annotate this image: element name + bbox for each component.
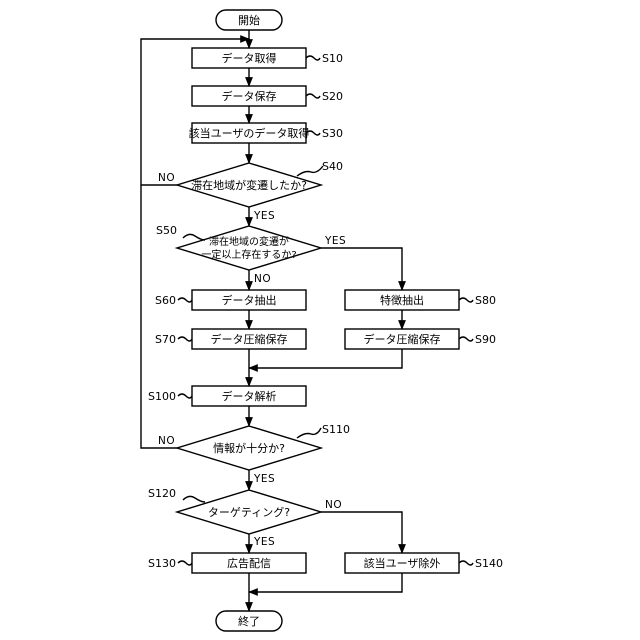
s130-id: S130 bbox=[148, 557, 176, 570]
end-label: 終了 bbox=[238, 614, 260, 628]
leader-s50 bbox=[183, 234, 205, 240]
s40-id: S40 bbox=[322, 160, 343, 173]
arrow-s140-merge bbox=[249, 573, 402, 592]
s90-id: S90 bbox=[475, 333, 496, 346]
s10-label: データ取得 bbox=[222, 51, 277, 65]
leader-s40 bbox=[297, 166, 323, 176]
leader-s110 bbox=[297, 428, 321, 438]
s50-decision bbox=[177, 226, 321, 270]
s40-no-label: NO bbox=[158, 172, 175, 184]
leader-s60 bbox=[178, 298, 192, 302]
leader-s100 bbox=[178, 394, 192, 398]
s110-label: 情報が十分か? bbox=[213, 441, 285, 455]
s60-id: S60 bbox=[155, 294, 176, 307]
s120-no-label: NO bbox=[325, 499, 342, 511]
s70-label: データ圧縮保存 bbox=[211, 332, 288, 346]
s60-label: データ抽出 bbox=[222, 293, 277, 307]
leader-s20 bbox=[306, 94, 320, 98]
s40-yes-label: YES bbox=[253, 210, 275, 222]
s110-id: S110 bbox=[322, 423, 350, 436]
s40-label: 滞在地域が変遷したか? bbox=[191, 178, 307, 192]
start-label: 開始 bbox=[238, 13, 260, 27]
s120-id: S120 bbox=[148, 487, 176, 500]
s80-id: S80 bbox=[475, 294, 496, 307]
arrow-s90-merge bbox=[249, 349, 402, 368]
leader-s10 bbox=[306, 56, 320, 60]
s100-id: S100 bbox=[148, 390, 176, 403]
s50-no-label: NO bbox=[254, 273, 271, 285]
s10-id: S10 bbox=[322, 52, 343, 65]
leader-s130 bbox=[178, 561, 192, 565]
arrow-s50-yes-s80 bbox=[321, 248, 402, 290]
s140-id: S140 bbox=[475, 557, 503, 570]
s20-id: S20 bbox=[322, 90, 343, 103]
leader-s70 bbox=[178, 337, 192, 341]
s120-yes-label: YES bbox=[253, 536, 275, 548]
s110-no-label: NO bbox=[158, 435, 175, 447]
leader-s80 bbox=[459, 298, 473, 302]
leader-s140 bbox=[459, 561, 473, 565]
s120-label: ターゲティング? bbox=[208, 505, 290, 519]
arrow-s120-no-s140 bbox=[321, 512, 402, 553]
s50-label-line2: 一定以上存在するか? bbox=[201, 248, 296, 261]
s130-label: 広告配信 bbox=[227, 557, 271, 570]
s50-yes-label: YES bbox=[324, 235, 346, 247]
s90-label: データ圧縮保存 bbox=[364, 332, 441, 346]
s100-label: データ解析 bbox=[222, 389, 277, 403]
s30-id: S30 bbox=[322, 127, 343, 140]
leader-s90 bbox=[459, 337, 473, 341]
s70-id: S70 bbox=[155, 333, 176, 346]
s80-label: 特徴抽出 bbox=[380, 293, 424, 307]
s50-label-line1: 滞在地域の変遷が bbox=[209, 235, 289, 248]
s30-label: 該当ユーザのデータ取得 bbox=[189, 126, 310, 140]
s110-yes-label: YES bbox=[253, 473, 275, 485]
s140-label: 該当ユーザ除外 bbox=[364, 556, 441, 570]
leader-s120 bbox=[183, 496, 205, 502]
s20-label: データ保存 bbox=[222, 89, 277, 103]
s50-id: S50 bbox=[156, 224, 177, 237]
